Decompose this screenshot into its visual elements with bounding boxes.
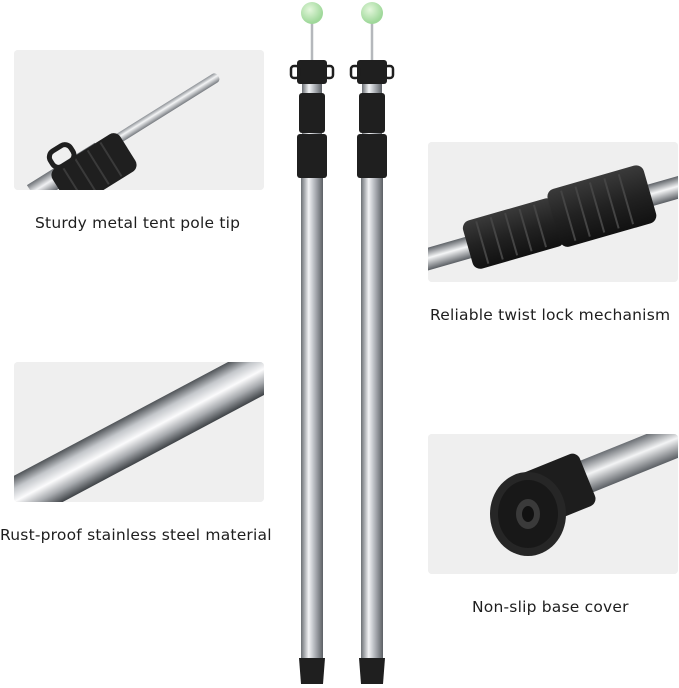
feature-caption-base-cover: Non-slip base cover [472,598,629,616]
right-tent-pole [349,2,395,684]
twist-lock-image [428,142,678,282]
pole-tip-illustration [14,50,264,190]
twist-lock-illustration [428,142,678,282]
feature-caption-pole-tip: Sturdy metal tent pole tip [35,214,241,232]
steel-tube-illustration [14,362,264,502]
feature-caption-steel: Rust-proof stainless steel material [0,526,272,544]
tent-poles-product [289,2,395,684]
pole-tip-image [14,50,264,190]
base-cover-illustration [428,434,678,574]
steel-material-image [14,362,264,502]
left-tent-pole [289,2,335,684]
feature-caption-twist-lock: Reliable twist lock mechanism [430,306,671,324]
base-cover-image [428,434,678,574]
